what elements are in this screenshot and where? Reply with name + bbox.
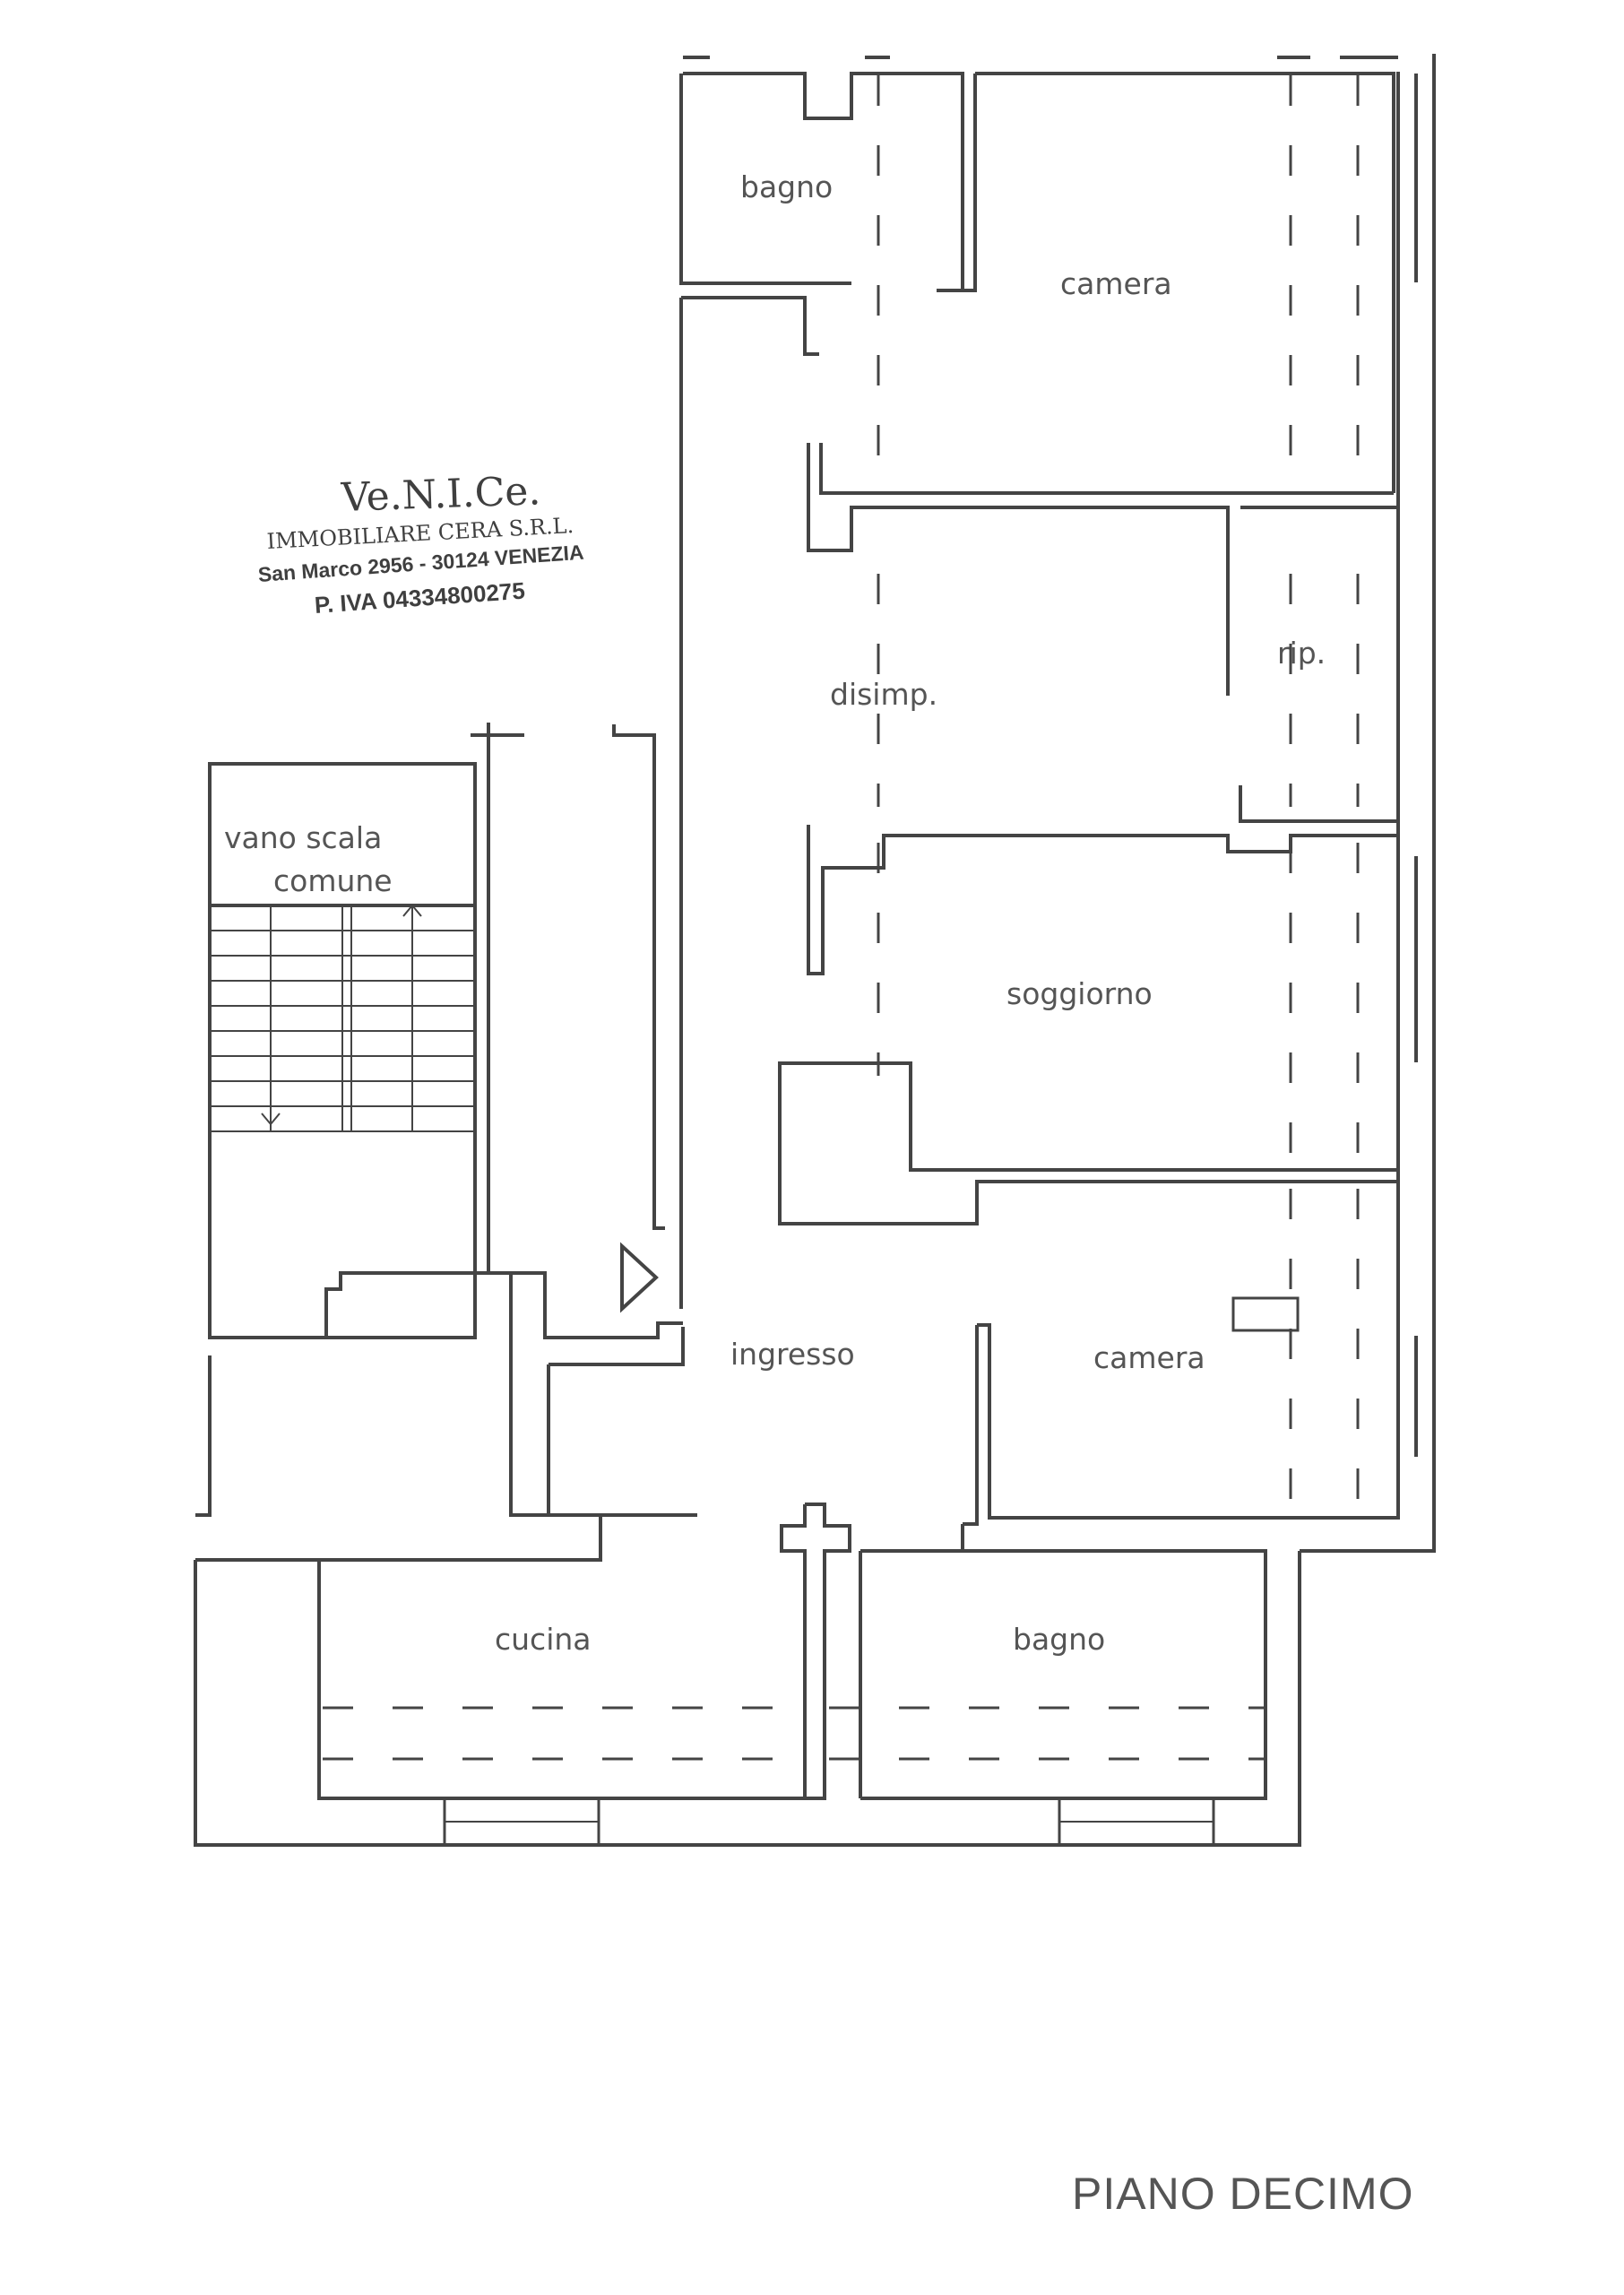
wall-camera-top-2 (941, 74, 977, 292)
wall-left-lower-3 (547, 1364, 697, 1517)
walls (194, 54, 1436, 1847)
wall-soggiorno (778, 825, 1400, 1225)
wall-rip (1239, 506, 1400, 823)
wall-right-outer (1300, 54, 1436, 1553)
room-label-soggiorno: soggiorno (1006, 976, 1153, 1011)
floor-title: PIANO DECIMO (1072, 2169, 1414, 2219)
wall-disimp (807, 443, 1230, 696)
wall-cucina (195, 1558, 825, 1800)
stair-arrow-up (402, 904, 422, 931)
wall-bagno-top-2 (679, 74, 851, 285)
wall-bagno-bottom (860, 1549, 1267, 1800)
room-label-camera-top: camera (1060, 266, 1172, 301)
stair-arrow-down (261, 1094, 281, 1126)
room-label-disimp: disimp. (830, 677, 937, 712)
wall-camera-top (975, 72, 1395, 493)
stair-steps (210, 905, 475, 1132)
room-label-vano-scala: vano scala (224, 820, 382, 855)
stamp-title: Ve.N.I.Ce. (341, 468, 542, 521)
wall-bagno-top (683, 72, 964, 292)
wall-left-lower-2 (301, 1273, 602, 1562)
wall-stair-outer (208, 762, 477, 1339)
room-label-camera-mid: camera (1093, 1340, 1205, 1375)
room-label-comune: comune (273, 863, 393, 898)
wall-landing-3 (612, 724, 665, 1230)
wall-camera-mid-2 (963, 1325, 979, 1526)
wall-landing-4 (471, 1271, 683, 1339)
wall-cucina-2 (194, 1551, 1301, 1847)
room-label-bagno-top: bagno (740, 169, 833, 204)
fixture-box (1231, 1296, 1300, 1332)
wall-left-lower (195, 1355, 212, 1517)
room-label-rip: rip. (1277, 636, 1326, 671)
wall-camera-mid (977, 1182, 1400, 1520)
door-triangle (620, 1242, 659, 1313)
room-label-ingresso: ingresso (730, 1337, 855, 1372)
wall-pillar (780, 1503, 851, 1800)
dashed-lines (323, 75, 1360, 1761)
room-label-cucina: cucina (495, 1622, 592, 1657)
wall-left-lower-4 (549, 1327, 685, 1366)
wall-camera-bottom (819, 443, 1394, 495)
room-label-bagno-bottom: bagno (1013, 1622, 1105, 1657)
wall-corridor-left (681, 296, 819, 356)
